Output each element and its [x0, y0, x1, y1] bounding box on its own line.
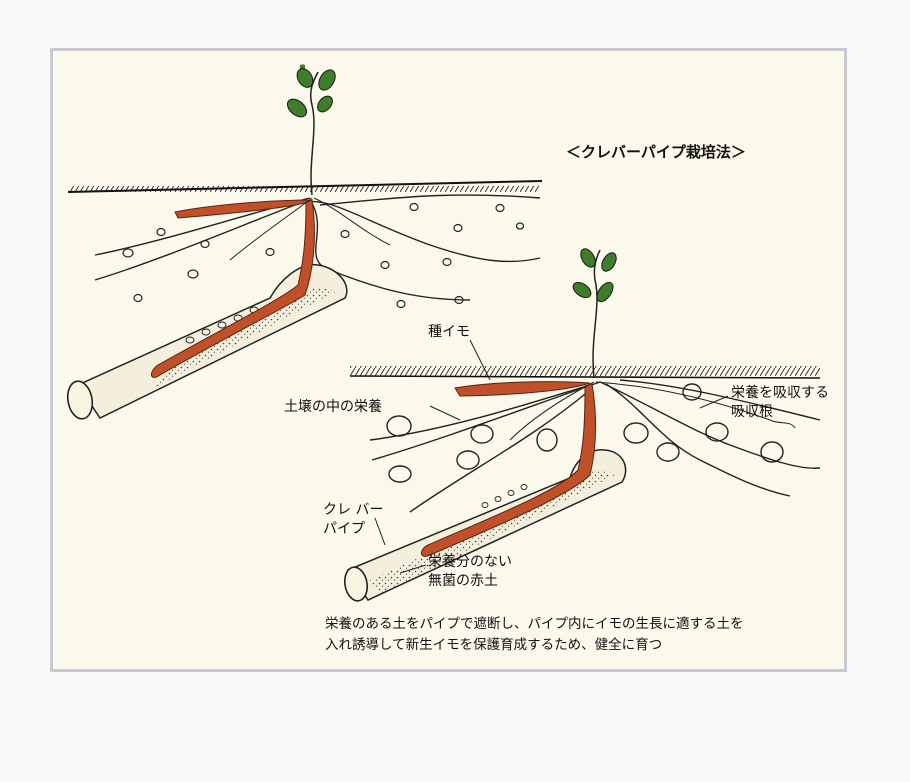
absorption-root-label-line1: 栄養を吸収する: [731, 385, 829, 401]
clever-pipe-label-line1: クレ バー: [323, 502, 384, 518]
sterile-soil-label-line1: 栄養分のない: [428, 554, 512, 570]
clever-pipe-label: クレ バー パイプ: [323, 501, 383, 539]
soil-nutrient-label: 土壌の中の栄養: [284, 399, 382, 415]
left-soil-particles: [122, 202, 525, 309]
left-roots: [229, 197, 391, 261]
seed-potato-label: 種イモ: [428, 324, 470, 340]
leader-lines: [374, 339, 729, 574]
right-plant: [572, 248, 617, 379]
right-soil-nutrients: [386, 383, 784, 483]
right-ground-surface: [349, 366, 821, 379]
figure-title: ＜クレバーパイプ栽培法＞: [566, 143, 746, 161]
left-ground-surface: [67, 180, 543, 193]
right-tubers: [421, 381, 597, 557]
caption-line2: 入れ誘導して新生イモを保護育成するため、健全に育つ: [325, 637, 663, 653]
caption-line1: 栄養のある土をパイプで遮断し、パイプ内にイモの生長に適する土を: [325, 616, 744, 632]
absorption-root-label: 栄養を吸収する 吸収根: [731, 384, 829, 422]
sterile-soil-label: 栄養分のない 無菌の赤土: [428, 553, 512, 591]
sterile-soil-label-line2: 無菌の赤土: [428, 573, 498, 589]
right-roots: [509, 381, 796, 441]
caption: 栄養のある土をパイプで遮断し、パイプ内にイモの生長に適する土を 入れ誘導して新生…: [325, 614, 744, 656]
left-soil-strata: [94, 194, 541, 301]
left-diagram: [66, 64, 543, 420]
left-plant: [286, 64, 336, 196]
absorption-root-label-line2: 吸収根: [731, 404, 773, 420]
left-tubers: [151, 199, 315, 378]
right-diagram: [343, 248, 821, 602]
clever-pipe-label-line2: パイプ: [323, 521, 365, 537]
